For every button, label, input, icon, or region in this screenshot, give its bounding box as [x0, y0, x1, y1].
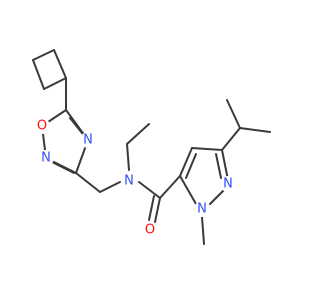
- bond: [191, 147, 223, 151]
- bond: [215, 153, 222, 179]
- amide-nitrogen-atom: N: [121, 173, 137, 189]
- amide-nitrogen-label: N: [124, 174, 134, 189]
- carbonyl-oxygen-atom: O: [142, 222, 158, 238]
- oxadiazole-oxygen-atom: O: [34, 118, 50, 134]
- bond: [201, 216, 205, 245]
- bond: [221, 149, 229, 181]
- atom-labels: N O O N N N N: [34, 118, 236, 238]
- bond: [148, 195, 155, 221]
- oxadiazole-oxygen-label: O: [37, 119, 47, 134]
- bond: [185, 153, 197, 179]
- bond: [53, 49, 67, 79]
- bond: [32, 49, 55, 61]
- molecule-structure: N O O N N N N: [32, 49, 271, 245]
- oxadiazole-nitrogen-2-label: N: [41, 151, 51, 166]
- pyrazole-nitrogen-1-atom: N: [194, 201, 210, 217]
- bond: [99, 181, 121, 193]
- pyrazole-nitrogen-1-label: N: [197, 202, 207, 217]
- bond: [179, 147, 193, 177]
- oxadiazole-nitrogen-4-atom: N: [80, 132, 96, 148]
- bond: [32, 59, 45, 90]
- oxadiazole-nitrogen-2-atom: N: [38, 150, 54, 166]
- carbonyl-oxygen-label: O: [145, 223, 155, 238]
- bond: [75, 172, 101, 193]
- bond: [154, 197, 161, 223]
- bonds: [32, 49, 271, 245]
- bond: [126, 143, 130, 171]
- bond: [179, 175, 197, 205]
- pyrazole-nitrogen-2-atom: N: [220, 176, 236, 192]
- bond: [51, 161, 75, 174]
- bond: [226, 99, 241, 129]
- oxadiazole-nitrogen-4-label: N: [83, 133, 93, 148]
- bond: [239, 127, 271, 133]
- bond: [43, 77, 67, 90]
- bond: [126, 123, 150, 145]
- bond: [209, 189, 225, 205]
- bond: [138, 181, 161, 199]
- bond: [221, 127, 241, 151]
- bond: [159, 175, 181, 199]
- pyrazole-nitrogen-2-label: N: [223, 177, 233, 192]
